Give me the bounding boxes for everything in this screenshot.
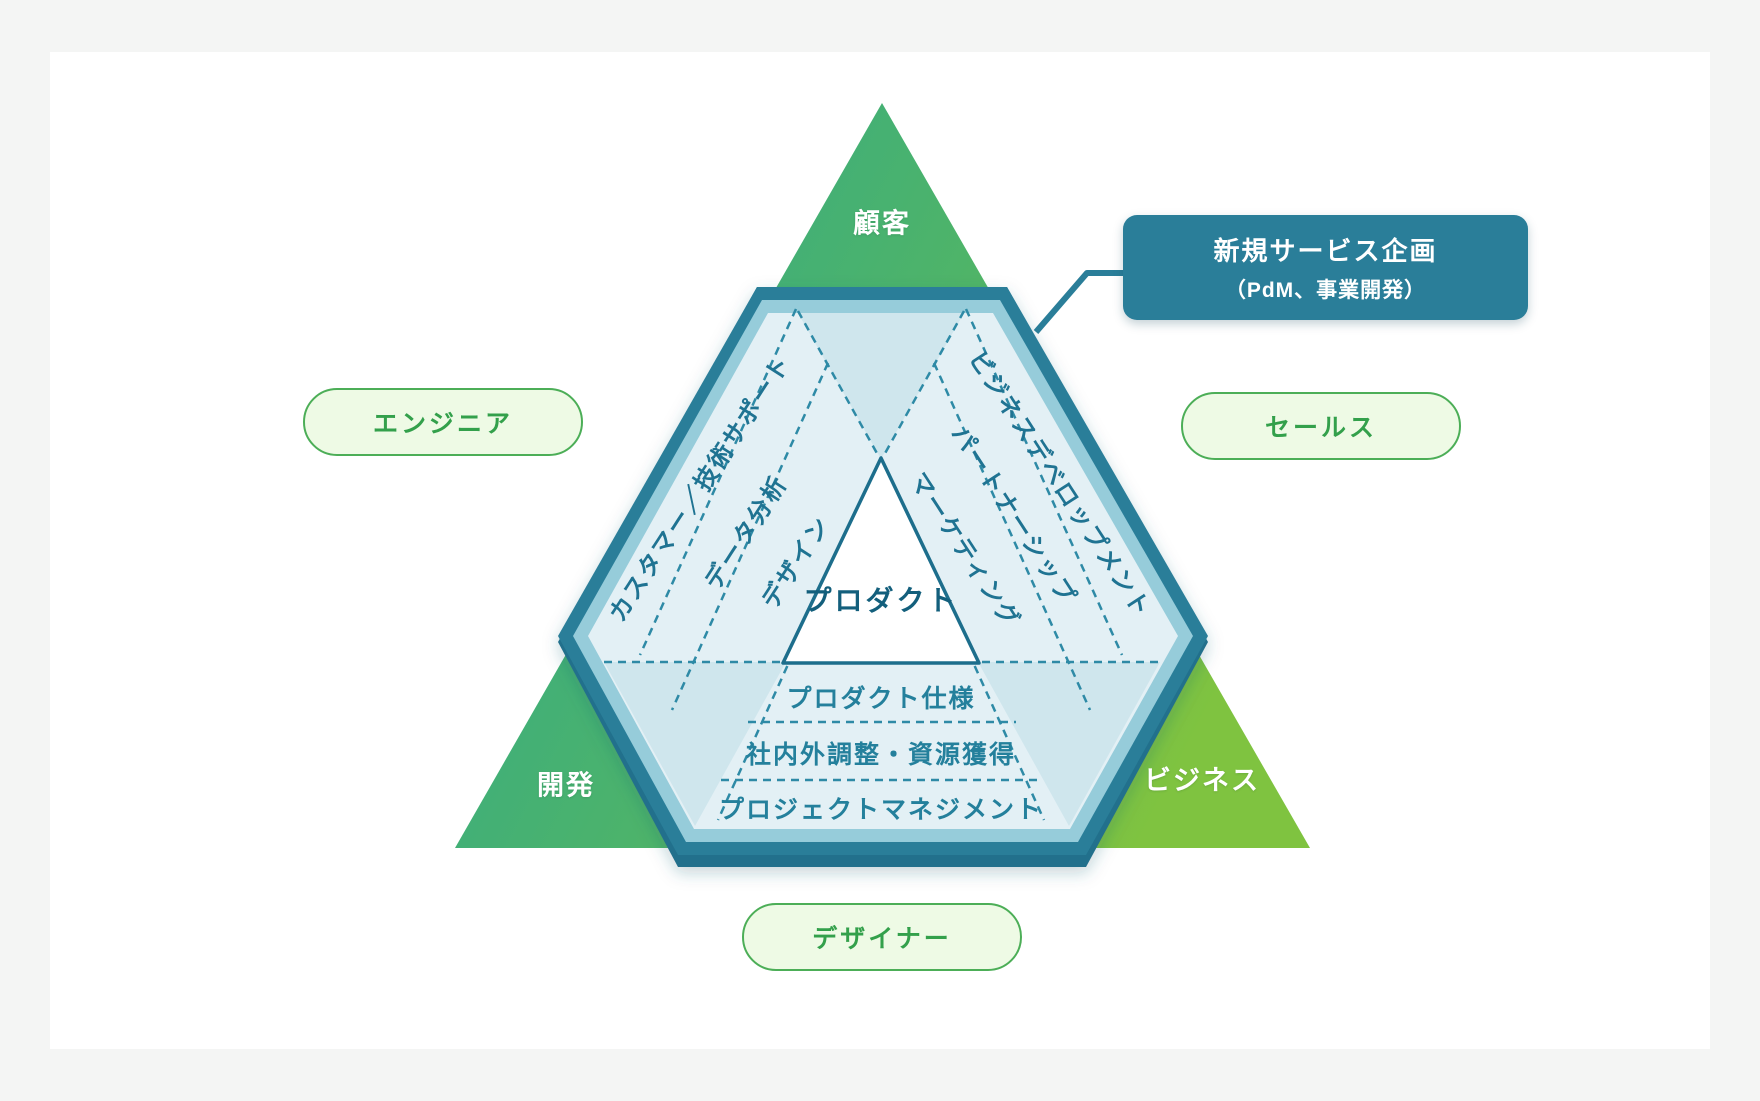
bottom-left-region (604, 662, 786, 826)
row-coordination-resources: 社内外調整・資源獲得 (745, 741, 1017, 769)
engineer-pill-label: エンジニア (372, 410, 513, 438)
sales-pill-label: セールス (1264, 414, 1377, 442)
product-label: プロダクト (803, 585, 959, 616)
designer-pill-label: デザイナー (812, 925, 952, 953)
dashed-right-1 (964, 308, 1124, 656)
bottom-right-region (978, 662, 1160, 826)
row-project-management: プロジェクトマネジメント (718, 796, 1044, 824)
callout-subtitle: （PdM、事業開発） (1224, 279, 1427, 302)
top-v-region (798, 313, 964, 459)
designer-pill: デザイナー (742, 903, 1022, 971)
new-service-callout: 新規サービス企画 （PdM、事業開発） (1123, 215, 1528, 320)
dashed-left-1 (638, 308, 798, 656)
product-triangle (781, 456, 981, 665)
sales-pill: セールス (1181, 392, 1461, 460)
callout-title: 新規サービス企画 (1213, 236, 1438, 266)
dashed-left-2 (670, 362, 830, 711)
engineer-pill: エンジニア (303, 388, 583, 456)
row-product-spec: プロダクト仕様 (786, 685, 976, 713)
customer-label: 顧客 (853, 208, 911, 239)
development-label: 開発 (537, 770, 595, 801)
callout-connector-line (1033, 270, 1125, 334)
business-label: ビジネス (1144, 765, 1260, 796)
dashed-right-2 (932, 362, 1092, 711)
